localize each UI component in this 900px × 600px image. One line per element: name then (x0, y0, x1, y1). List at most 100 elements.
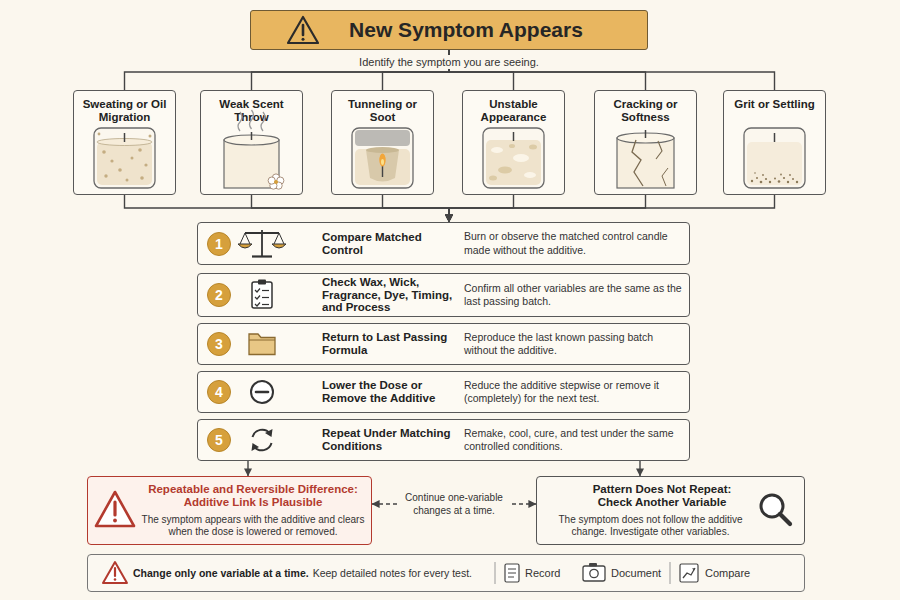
candle-illustration-part (796, 181, 798, 183)
connector-line (247, 461, 248, 476)
warning-icon-part (113, 519, 117, 523)
scale-icon-part (274, 233, 279, 244)
candle-illustration-part (513, 132, 515, 141)
candle-illustration-part (251, 132, 253, 140)
step-badge: 2 (207, 283, 231, 307)
step-description: Confirm all other variables are the same… (464, 274, 682, 316)
outcome-box: Repeatable and Reversible Difference: Ad… (87, 476, 372, 545)
candle-illustration-part (366, 150, 399, 182)
candle-illustration-part (355, 149, 410, 185)
candle-illustration-part (751, 180, 753, 182)
candle-illustration-part (97, 139, 152, 146)
scale-icon-part (240, 233, 245, 244)
candle-illustration-part (366, 147, 399, 153)
candle-illustration-part (645, 130, 647, 138)
candle-illustration-part (792, 178, 794, 180)
candle-illustration-part (486, 140, 541, 185)
candle-illustration-part (744, 128, 805, 188)
step-number: 3 (208, 333, 230, 355)
step-heading: Compare Matched Control (322, 223, 458, 264)
candle-illustration-part (274, 180, 278, 184)
candle-illustration-part (513, 154, 529, 162)
scale-icon (238, 230, 286, 257)
remove-icon-part (256, 391, 268, 394)
step-description: Reproduce the last known passing batch w… (464, 324, 682, 364)
remove-icon (251, 381, 273, 403)
step-badge: 3 (207, 332, 231, 356)
symptom-label: Grit or Settling (729, 98, 820, 111)
candle-illustration-part (94, 128, 155, 188)
action-label: Compare (705, 566, 750, 580)
step-heading: Repeat Under Matching Conditions (322, 420, 458, 460)
candle-illustration-part (762, 174, 764, 176)
candle-illustration (352, 128, 413, 188)
process-step: 5Repeat Under Matching ConditionsRemake,… (197, 419, 690, 461)
candle-illustration (744, 128, 805, 188)
process-step: 2 Check Wax, Wick, Fragrance, Dye, Timing… (197, 273, 690, 317)
folder-icon-part (249, 334, 275, 355)
candle-illustration-part (144, 163, 147, 166)
candle-illustration-part (617, 138, 674, 188)
symptom-label: Weak Scent Throw (206, 98, 297, 124)
candle-illustration-part (489, 176, 497, 181)
chart-icon-part (683, 568, 695, 578)
candle-illustration-part (789, 174, 791, 176)
candle-illustration-part (783, 177, 785, 179)
repeat-icon-part (265, 429, 273, 437)
connector-line (125, 195, 450, 222)
symptom-box: Cracking or Softness (594, 90, 697, 195)
process-step: 1Compare Matched ControlBurn or observe … (197, 222, 690, 265)
action-label: Document (611, 566, 661, 580)
candle-illustration-part (97, 142, 152, 185)
step-heading: Check Wax, Wick, Fragrance, Dye, Timing,… (322, 274, 458, 316)
candle-illustration-part (656, 141, 662, 159)
candle-illustration-part (509, 144, 515, 148)
candle-illustration-part (250, 110, 254, 129)
warning-icon (103, 562, 127, 583)
candle-illustration-part (381, 159, 384, 165)
step-description: Reduce the additive stepwise or remove i… (464, 372, 682, 412)
candle-illustration-part (149, 135, 152, 138)
outcome-description: The symptom does not follow the additive… (543, 514, 758, 538)
step-number: 5 (208, 429, 230, 451)
symptom-label: Cracking or Softness (600, 98, 691, 124)
magnifier-icon (761, 495, 790, 524)
candle-illustration (224, 110, 284, 189)
candle-illustration (483, 128, 544, 188)
chart-icon-part (692, 568, 695, 571)
candle-illustration-part (277, 177, 284, 184)
checklist-icon-part (258, 280, 266, 285)
symptom-label: Sweating or Oil Migration (79, 98, 170, 124)
divider-line-part (670, 562, 671, 584)
candle-illustration-part (498, 167, 512, 174)
candle-illustration-part (780, 174, 782, 176)
process-step: 3Return to Last Passing FormulaReproduce… (197, 323, 690, 365)
candle-illustration-part (261, 112, 265, 131)
start-label: New Symptom Appears (291, 17, 641, 43)
checklist-icon (252, 280, 272, 309)
warning-icon-part (96, 492, 134, 526)
candle-illustration-part (778, 180, 781, 183)
step-number: 2 (208, 284, 230, 306)
outcome-description: The symptom appears with the additive an… (138, 514, 368, 538)
candle-illustration-part (224, 140, 279, 188)
scale-icon-part (279, 233, 284, 244)
scale-icon-part (245, 232, 279, 234)
camera-icon-part (589, 563, 597, 567)
candle-illustration (94, 128, 155, 188)
candle-illustration-part (268, 177, 275, 184)
scale-icon-part (272, 244, 286, 248)
outcome-heading: Repeatable and Reversible Difference: Ad… (138, 483, 368, 510)
candle-illustration-part (747, 142, 802, 185)
symptom-label: Tunneling or Soot (337, 98, 428, 124)
scale-icon-part (245, 233, 250, 244)
symptom-box: Sweating or Oil Migration (73, 90, 176, 195)
candle-illustration-part (617, 133, 674, 143)
candle-illustration-part (238, 112, 242, 131)
candle-illustration-part (769, 181, 771, 183)
record-icon-part (508, 569, 516, 570)
connector-line (639, 461, 640, 476)
candle-illustration-part (662, 168, 668, 186)
candle-illustration-part (270, 182, 277, 189)
